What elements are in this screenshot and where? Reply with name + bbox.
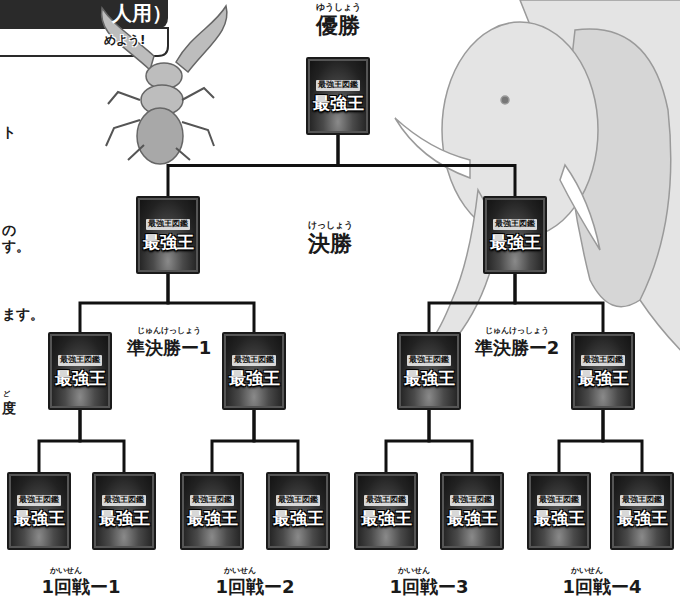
bracket-line <box>80 274 168 332</box>
card-title: 最強王 <box>404 369 455 388</box>
card: 最強王図鑑最強王 <box>610 472 674 550</box>
card-logo: 最強王図鑑 <box>316 80 360 91</box>
cut-text: の <box>2 222 16 238</box>
card-logo: 最強王図鑑 <box>493 219 537 230</box>
card-title: 最強王 <box>534 509 585 528</box>
beetle-illustration <box>102 6 227 164</box>
card-title: 最強王 <box>55 369 106 388</box>
card: 最強王図鑑最強王 <box>180 472 244 550</box>
cut-text: す。 <box>2 238 30 254</box>
card-title: 最強王 <box>447 509 498 528</box>
card: 最強王図鑑最強王 <box>48 332 112 410</box>
card: 最強王図鑑最強王 <box>266 472 330 550</box>
bracket-line <box>39 410 80 472</box>
bracket-line <box>212 410 254 472</box>
card: 最強王図鑑最強王 <box>92 472 156 550</box>
bracket-line <box>254 410 298 472</box>
round-label: 1回戦ー3 <box>389 577 468 598</box>
card-title: 最強王 <box>143 233 194 252</box>
card: 最強王図鑑最強王 <box>571 332 635 410</box>
round-label: 優勝 <box>316 13 360 38</box>
card-title: 最強王 <box>187 509 238 528</box>
card-title: 最強王 <box>617 509 668 528</box>
card-title: 最強王 <box>273 509 324 528</box>
card-title: 最強王 <box>14 509 65 528</box>
card: 最強王図鑑最強王 <box>306 57 370 135</box>
card-title: 最強王 <box>578 369 629 388</box>
round-label: 準決勝ー2 <box>475 338 560 359</box>
card-logo: 最強王図鑑 <box>58 355 102 366</box>
card: 最強王図鑑最強王 <box>397 332 461 410</box>
card-logo: 最強王図鑑 <box>407 355 451 366</box>
card-title: 最強王 <box>229 369 280 388</box>
furigana: じゅんけっしょう <box>485 326 549 335</box>
card: 最強王図鑑最強王 <box>222 332 286 410</box>
card: 最強王図鑑最強王 <box>440 472 504 550</box>
cut-text: ます。 <box>2 306 44 322</box>
bracket-line <box>603 410 642 472</box>
card-title: 最強王 <box>490 233 541 252</box>
bracket-line <box>80 410 124 472</box>
card-logo: 最強王図鑑 <box>17 495 61 506</box>
elephant-illustration <box>395 0 680 360</box>
furigana: ど <box>3 390 10 398</box>
card-logo: 最強王図鑑 <box>146 219 190 230</box>
card-title: 最強王 <box>361 509 412 528</box>
round-label: 1回戦ー2 <box>215 577 294 598</box>
card-logo: 最強王図鑑 <box>581 355 625 366</box>
furigana: かいせん <box>224 566 256 575</box>
bracket-line <box>168 135 338 196</box>
card: 最強王図鑑最強王 <box>527 472 591 550</box>
furigana: かいせん <box>50 566 82 575</box>
card-logo: 最強王図鑑 <box>276 495 320 506</box>
round-label: 準決勝ー1 <box>127 338 212 359</box>
round-label: 1回戦ー1 <box>41 577 120 598</box>
bracket-line <box>515 274 603 332</box>
furigana: ゆうしょう <box>316 2 361 12</box>
bracket-line <box>386 410 429 472</box>
card: 最強王図鑑最強王 <box>354 472 418 550</box>
furigana: けっしょう <box>308 220 353 230</box>
banner-text: 人用） <box>112 2 172 25</box>
card-logo: 最強王図鑑 <box>620 495 664 506</box>
round-label: 決勝 <box>308 231 352 256</box>
furigana: かいせん <box>398 566 430 575</box>
banner-text: めよう! <box>104 34 145 48</box>
card-title: 最強王 <box>313 94 364 113</box>
round-label: 1回戦ー4 <box>562 577 641 598</box>
bracket-line <box>429 410 472 472</box>
card-logo: 最強王図鑑 <box>232 355 276 366</box>
card: 最強王図鑑最強王 <box>7 472 71 550</box>
card-logo: 最強王図鑑 <box>102 495 146 506</box>
card-logo: 最強王図鑑 <box>364 495 408 506</box>
card-title: 最強王 <box>99 509 150 528</box>
furigana: かいせん <box>571 566 603 575</box>
cut-text: ト <box>2 124 16 140</box>
card-logo: 最強王図鑑 <box>190 495 234 506</box>
card-logo: 最強王図鑑 <box>537 495 581 506</box>
card: 最強王図鑑最強王 <box>136 196 200 274</box>
furigana: じゅんけっしょう <box>137 326 201 335</box>
bracket-line <box>559 410 603 472</box>
bracket-line <box>338 135 515 196</box>
cut-text: 度 <box>2 400 16 416</box>
bracket-line <box>168 274 254 332</box>
card-logo: 最強王図鑑 <box>450 495 494 506</box>
card: 最強王図鑑最強王 <box>483 196 547 274</box>
bracket-line <box>429 274 515 332</box>
